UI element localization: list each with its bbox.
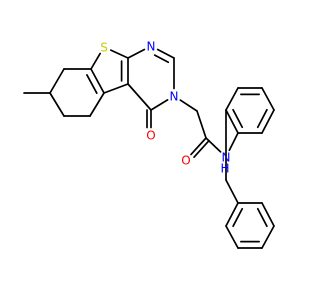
bond-9-11 <box>127 48 146 59</box>
atom-hydrogen-label-19: H <box>220 161 229 175</box>
bond-31-32-inner <box>256 207 268 228</box>
bond-5-6 <box>89 92 105 117</box>
bond-16-17 <box>196 110 207 139</box>
bond-31-32 <box>261 202 275 227</box>
bond-28-29 <box>225 225 239 249</box>
bond-4-5-inner <box>86 74 98 95</box>
bond-27-28 <box>225 202 239 227</box>
bond-11-12-inner <box>153 54 170 64</box>
bond-14-10 <box>127 83 152 111</box>
bond-21-22 <box>225 87 239 111</box>
atom-label-n-11: N <box>147 39 156 53</box>
atom-label-s-8: S <box>100 40 108 54</box>
bond-17-18 <box>190 137 207 156</box>
bond-8-9 <box>109 49 129 59</box>
bond-20-21-inner <box>232 108 244 129</box>
atom-label-n-13: N <box>170 89 179 103</box>
bond-7-2 <box>49 92 65 117</box>
atom-label-n-19: N <box>222 150 231 164</box>
bond-20-21 <box>225 109 239 134</box>
bond-13-16 <box>179 99 198 112</box>
atom-label-o-15: O <box>146 128 155 142</box>
bond-24-25-inner <box>256 108 268 129</box>
bond-13-14 <box>150 99 169 111</box>
bond-17-19 <box>205 137 222 153</box>
bond-4-5 <box>90 68 105 94</box>
bond-10-5 <box>103 83 129 94</box>
bond-layer <box>23 48 275 249</box>
bond-17-18-second <box>193 139 210 158</box>
bond-26-27 <box>225 179 239 204</box>
bond-4-8 <box>90 52 102 70</box>
bond-11-12 <box>156 48 175 59</box>
bond-24-25 <box>261 109 275 134</box>
bond-2-3 <box>49 68 65 94</box>
bond-19-20 <box>228 132 239 152</box>
bond-30-31 <box>261 225 275 249</box>
atom-label-o-18: O <box>181 153 190 167</box>
bond-27-28-inner <box>232 207 244 228</box>
bond-23-24 <box>261 87 275 111</box>
